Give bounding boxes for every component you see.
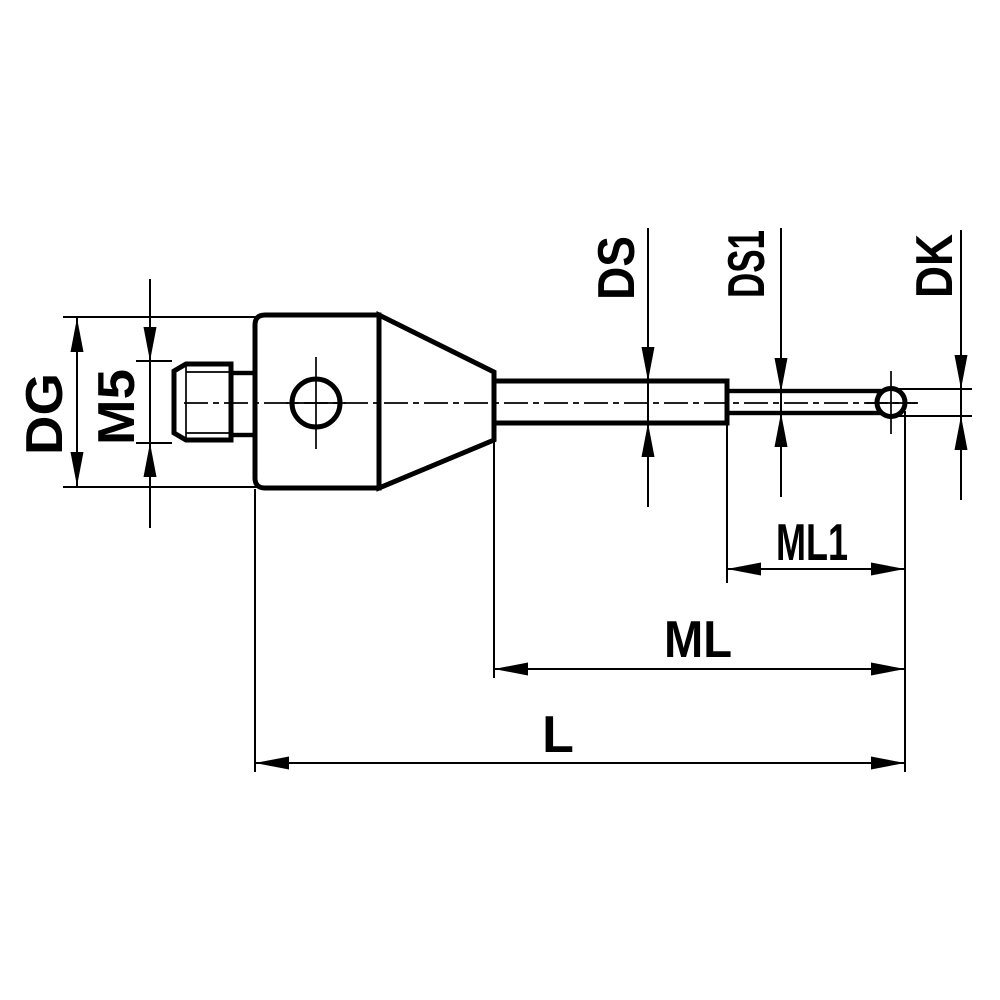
ml-arrow-right [871,662,905,676]
dg-label: DG [16,373,74,455]
ds1-label: DS1 [718,230,776,298]
m5-arrow-bottom [143,443,157,477]
dimension-ds: DS [588,228,655,507]
dimension-ml: ML [493,440,905,678]
ml-arrow-left [494,662,528,676]
stem-ds [491,378,730,426]
taper-cone [376,310,497,492]
dg-arrow-bottom [70,452,84,486]
thread-stud [171,361,234,443]
ml1-arrow-left [727,562,761,576]
m5-label: M5 [88,369,146,445]
ds1-arrow-bottom [774,413,788,447]
dg-arrow-top [70,318,84,352]
ds-arrow-bottom [641,423,655,457]
dimension-dk: DK [897,230,972,500]
dimension-l: L [254,489,905,772]
ds-label: DS [588,236,646,300]
stem-ds1 [724,388,882,416]
dimension-ds1: DS1 [718,228,788,497]
l-label: L [542,706,574,764]
part-outline [171,310,918,492]
dk-arrow-top [954,355,968,389]
dimension-ml1: ML1 [726,411,906,772]
ds-arrow-top [641,347,655,381]
m5-arrow-top [143,327,157,361]
ml-label: ML [664,611,732,669]
dimension-m5: M5 [88,279,172,528]
dk-label: DK [906,234,964,298]
ml1-arrow-right [871,562,905,576]
dk-arrow-bottom [954,416,968,450]
l-arrow-right [871,756,905,770]
ml1-label: ML1 [776,514,848,572]
dimension-dg: DG [16,316,258,488]
l-arrow-left [255,756,289,770]
ds1-arrow-top [774,358,788,392]
